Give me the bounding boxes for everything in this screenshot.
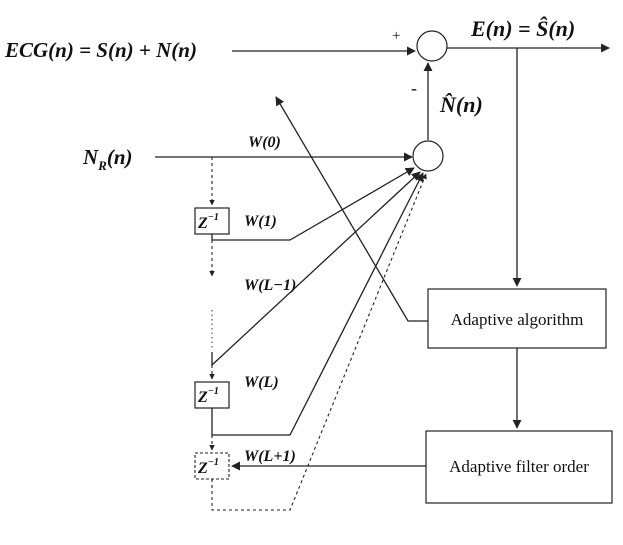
tap-l-to-sum — [211, 172, 424, 436]
noise-estimate-label: N̂(n) — [439, 92, 483, 117]
weight-wl-label: W(L) — [244, 374, 279, 391]
plus-sign: + — [392, 28, 400, 44]
ecg-input-label: ECG(n) = S(n) + N(n) — [4, 38, 197, 62]
weight-w0-label: W(0) — [248, 134, 281, 151]
weight-wl-plus-1-label: W(L+1) — [244, 448, 296, 465]
tap-l-minus-1-to-sum — [211, 171, 421, 367]
delay-block-1 — [194, 207, 230, 235]
subtractor-junction — [416, 30, 448, 62]
delay-label-3: Z−1 — [197, 457, 219, 477]
summation-junction — [412, 140, 444, 172]
weight-wl-minus-1-label: W(L−1) — [244, 277, 296, 294]
tap-l-plus-1-to-sum — [211, 173, 427, 511]
reference-label: NR(n) — [82, 145, 133, 173]
delay-label-2: Z−1 — [197, 386, 219, 406]
weight-update-arrow — [275, 96, 428, 322]
weight-w1-label: W(1) — [244, 213, 277, 230]
adaptive-filter-order-label: Adaptive filter order — [449, 457, 589, 476]
adaptive-algorithm-block — [427, 288, 607, 349]
adaptive-filter-order-block — [425, 430, 613, 504]
minus-sign: - — [411, 78, 417, 98]
tap-1-to-sum — [212, 167, 415, 241]
adaptive-algorithm-label: Adaptive algorithm — [451, 310, 584, 329]
delay-block-3 — [194, 452, 230, 480]
delay-label-1: Z−1 — [197, 212, 219, 232]
output-label: E(n) = Ŝ(n) — [470, 16, 575, 41]
